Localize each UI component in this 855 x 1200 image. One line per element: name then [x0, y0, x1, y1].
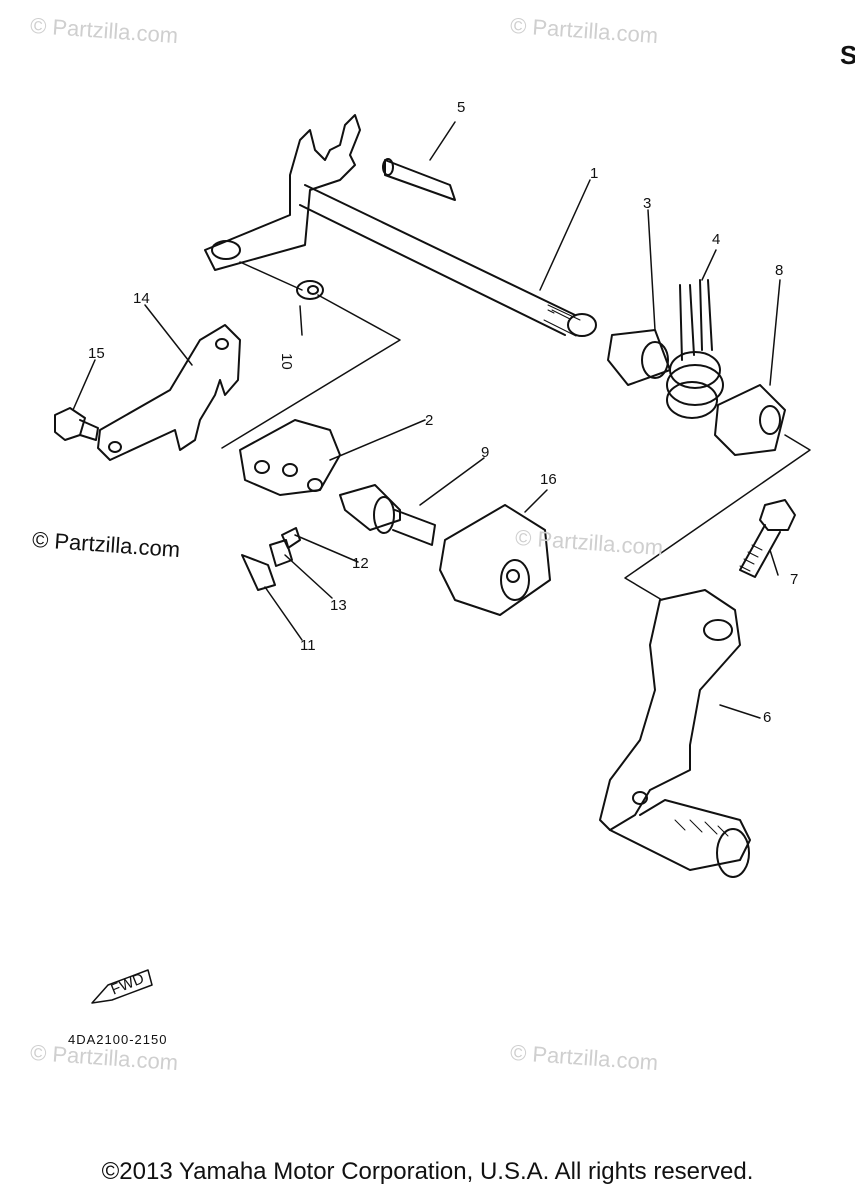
part-shift-pedal: [599, 589, 751, 878]
part-stud-bolt: [339, 484, 436, 546]
callout-8: 8: [775, 262, 783, 279]
callout-12: 12: [352, 555, 369, 572]
part-dowel-pin: [382, 158, 456, 201]
callout-5: 5: [457, 99, 465, 116]
part-plunger: [269, 539, 293, 567]
part-oil-seal: [714, 384, 786, 456]
part-pinch-bolt: [739, 499, 796, 578]
part-stopper-plate: [97, 324, 241, 461]
callout-2: 2: [425, 412, 433, 429]
copyright-notice: ©2013 Yamaha Motor Corporation, U.S.A. A…: [101, 1158, 754, 1185]
part-stopper-lever: [439, 504, 551, 616]
part-bolt-small: [54, 407, 99, 441]
fwd-arrow-icon: [91, 969, 153, 1004]
part-spring-small: [281, 527, 301, 549]
callout-14: 14: [133, 290, 150, 307]
part-stopper-shim: [241, 554, 276, 591]
diagram-code: 4DA2100-2150: [68, 1032, 168, 1047]
callout-6: 6: [763, 709, 771, 726]
callout-11: 11: [300, 637, 316, 654]
part-washer: [296, 280, 324, 300]
leader-lines: [72, 121, 811, 719]
callout-3: 3: [643, 195, 651, 212]
callout-9: 9: [481, 444, 489, 461]
part-shift-segment: [239, 419, 341, 496]
title-fragment: S: [840, 40, 855, 70]
part-collar: [607, 329, 671, 386]
callout-4: 4: [712, 231, 720, 248]
callout-labels: 1 2 3 4 5 6 7 8 9 10 11 12 13 14 15 16 F…: [88, 99, 798, 999]
callout-1: 1: [590, 165, 598, 182]
callout-16: 16: [540, 471, 557, 488]
callout-7: 7: [790, 571, 798, 588]
callout-15: 15: [88, 345, 105, 362]
part-shift-shaft: [204, 114, 597, 337]
callout-13: 13: [330, 597, 347, 614]
part-return-spring: [666, 279, 724, 419]
callout-10: 10: [278, 353, 295, 370]
